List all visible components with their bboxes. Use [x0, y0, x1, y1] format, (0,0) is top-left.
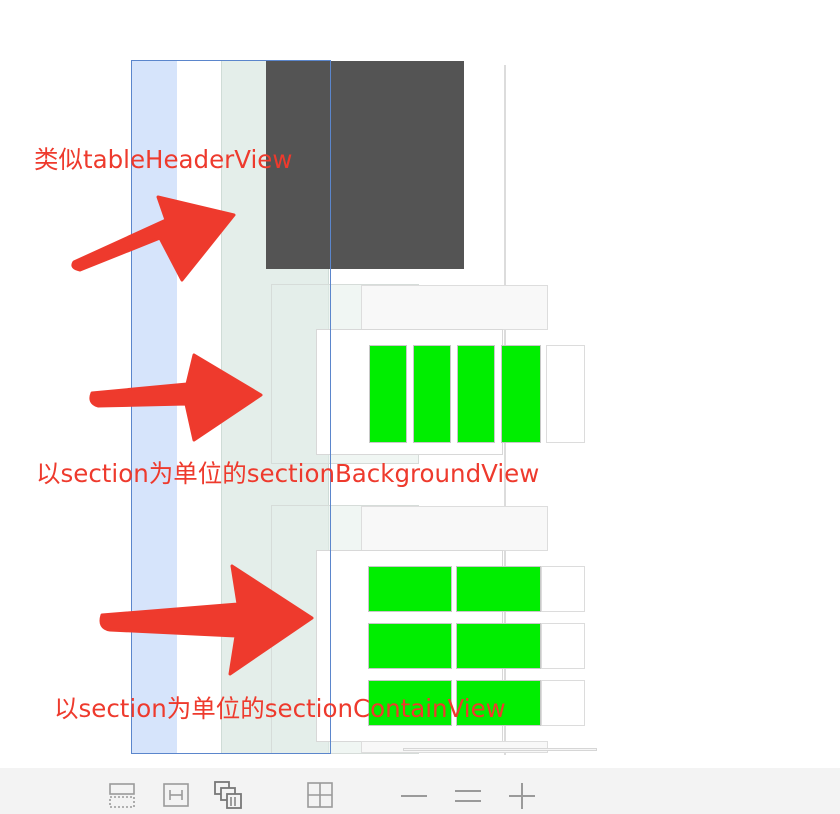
cell-empty[interactable] — [541, 623, 585, 669]
grid-icon[interactable] — [306, 781, 334, 809]
cell-green[interactable] — [368, 680, 452, 726]
bottom-toolbar — [0, 768, 840, 814]
collection-view-inset-strip — [132, 61, 177, 753]
plus-icon[interactable] — [508, 781, 536, 809]
cell-green[interactable] — [368, 566, 452, 612]
cell-empty[interactable] — [541, 680, 585, 726]
cell-green[interactable] — [369, 345, 407, 443]
table-header-view[interactable] — [266, 61, 464, 269]
cell-green[interactable] — [456, 623, 541, 669]
double-line-icon[interactable] — [454, 781, 482, 809]
stacked-views-icon[interactable] — [214, 781, 242, 809]
collection-view-frame — [131, 60, 331, 754]
cell-empty[interactable] — [546, 345, 585, 443]
cell-green[interactable] — [368, 623, 452, 669]
single-line-icon[interactable] — [400, 781, 428, 809]
cell-green[interactable] — [457, 345, 495, 443]
embed-in-stack-icon[interactable] — [108, 781, 136, 809]
cell-green[interactable] — [413, 345, 451, 443]
cell-green[interactable] — [456, 566, 541, 612]
footer-separator — [403, 748, 597, 751]
cell-empty[interactable] — [541, 566, 585, 612]
cell-green[interactable] — [456, 680, 541, 726]
arrow-to-header-view — [71, 195, 236, 282]
section-contain-caption: 以section为单位的sectionContainView — [54, 694, 506, 723]
arrow-to-section-background — [89, 353, 263, 442]
horizontal-spacing-icon[interactable] — [162, 781, 190, 809]
section-background-caption: 以section为单位的sectionBackgroundView — [36, 459, 540, 488]
header-view-caption: 类似tableHeaderView — [34, 145, 293, 174]
section-header-2[interactable] — [361, 506, 548, 551]
cell-green[interactable] — [501, 345, 541, 443]
arrow-to-section-contain — [99, 564, 314, 676]
